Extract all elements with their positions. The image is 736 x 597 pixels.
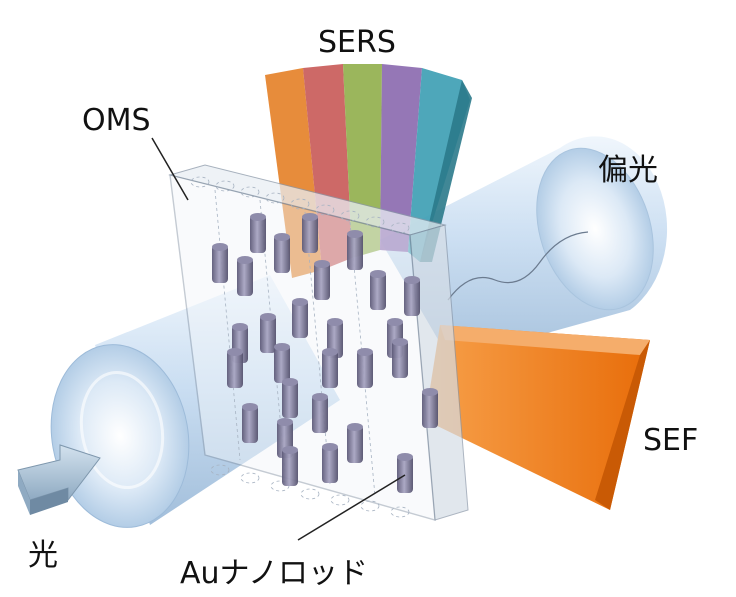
nanorod bbox=[322, 443, 338, 483]
au-nanorods bbox=[212, 213, 438, 493]
nanorod bbox=[314, 260, 330, 300]
nanorod bbox=[212, 243, 228, 283]
sef-label: SEF bbox=[643, 423, 698, 458]
nanorod bbox=[250, 213, 266, 253]
nanorod bbox=[322, 348, 338, 388]
sef-fan bbox=[425, 325, 650, 510]
nanorod bbox=[260, 313, 276, 353]
oms-slab bbox=[168, 164, 469, 521]
nanorod bbox=[242, 403, 258, 443]
polarized-label: 偏光 bbox=[598, 153, 658, 188]
nanorod bbox=[347, 423, 363, 463]
oms-label: OMS bbox=[82, 103, 151, 138]
incident-beam bbox=[50, 275, 340, 528]
nanorod bbox=[227, 348, 243, 388]
nanorod bbox=[282, 446, 298, 486]
nanorod bbox=[357, 348, 373, 388]
sers-label: SERS bbox=[318, 25, 396, 60]
nanorod bbox=[347, 230, 363, 270]
nanorod bbox=[397, 453, 413, 493]
leader-lines bbox=[151, 137, 406, 541]
nanorod bbox=[302, 213, 318, 253]
nanorod bbox=[370, 270, 386, 310]
light-label: 光 bbox=[28, 538, 58, 573]
nanorod bbox=[312, 393, 328, 433]
nanorod bbox=[404, 276, 420, 316]
input-arrow-icon bbox=[17, 444, 101, 515]
nanorod bbox=[274, 233, 290, 273]
sers-bands bbox=[265, 64, 472, 278]
nanorod bbox=[274, 343, 290, 383]
nanorod bbox=[237, 256, 253, 296]
nanorod bbox=[282, 378, 298, 418]
nanorod bbox=[292, 298, 308, 338]
nanorod bbox=[422, 388, 438, 428]
nanorod bbox=[392, 338, 408, 378]
nanorod-label: Auナノロッド bbox=[180, 556, 368, 591]
